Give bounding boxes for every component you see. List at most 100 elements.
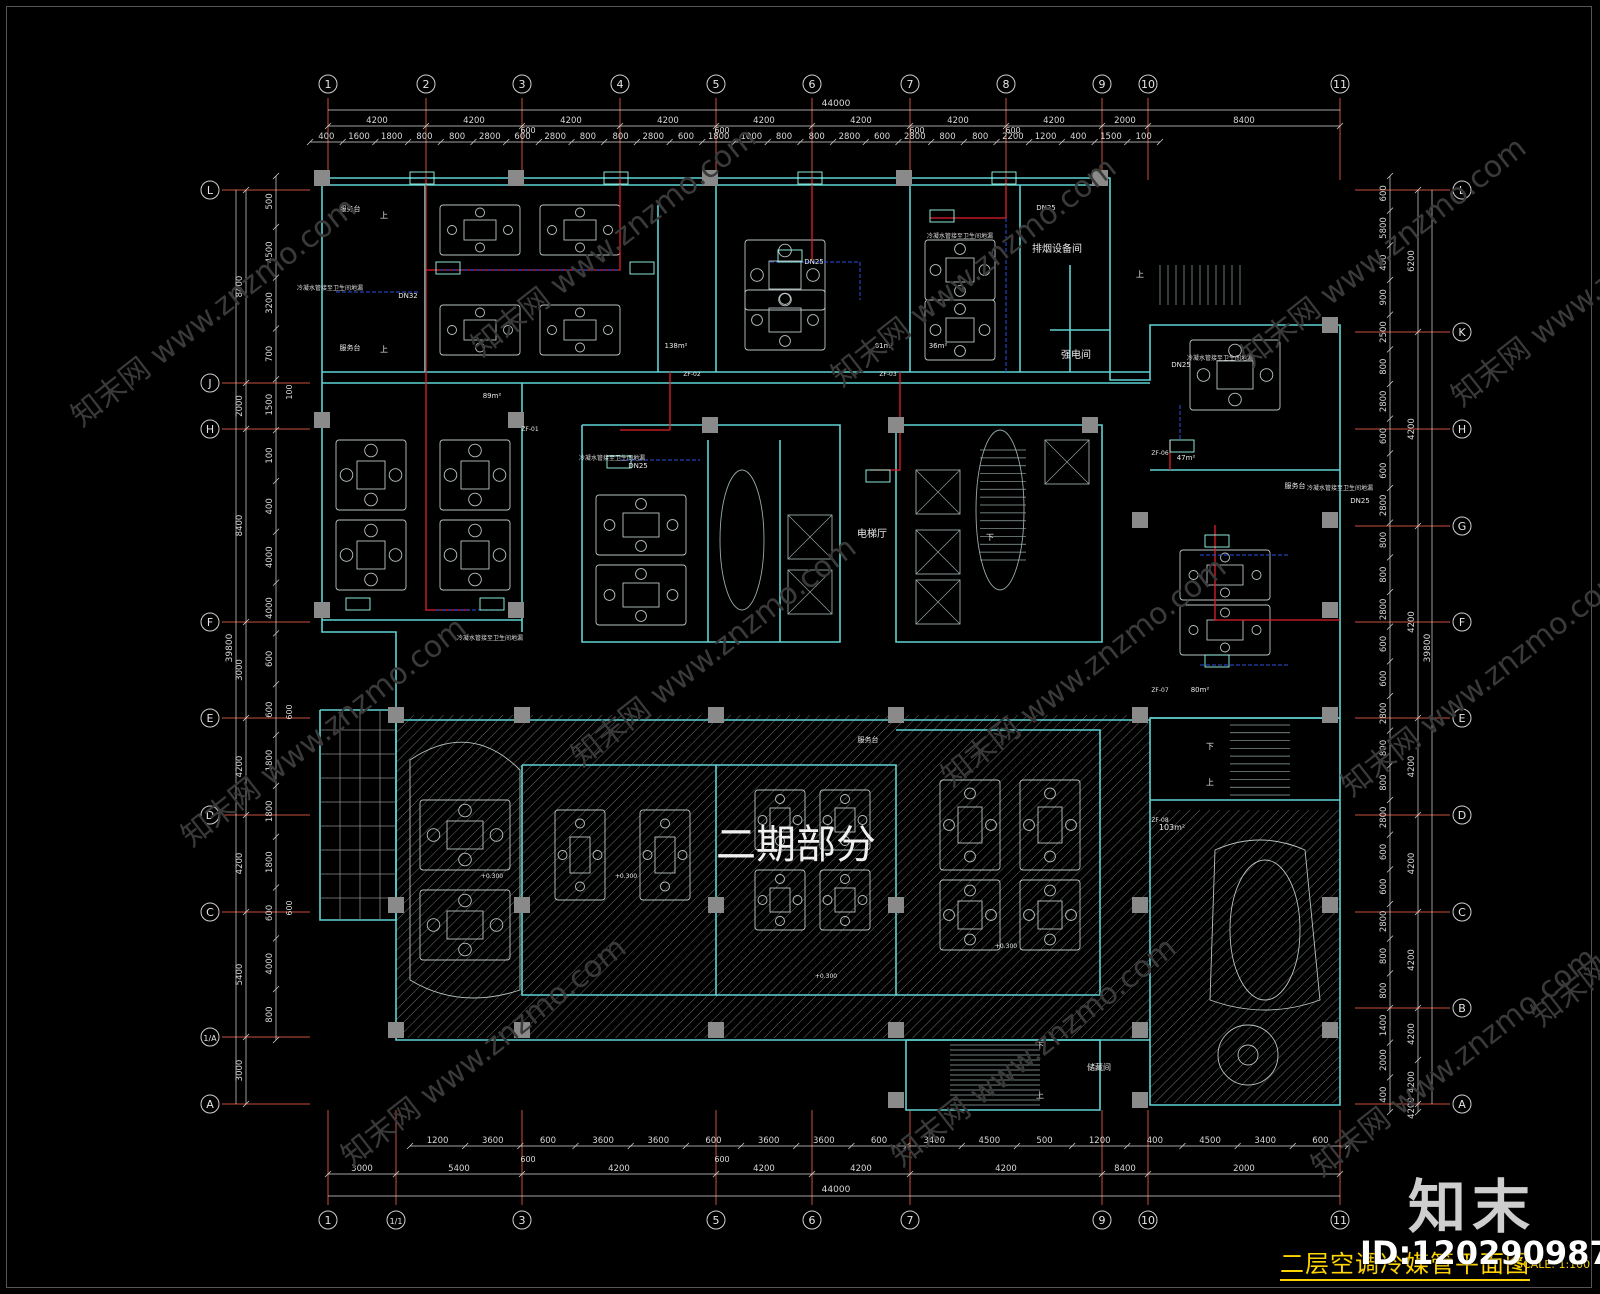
round-banquette	[1209, 839, 1321, 1011]
dimension-tick	[324, 122, 332, 130]
chair	[751, 314, 763, 326]
chair	[603, 589, 616, 601]
chair	[857, 895, 868, 905]
dimension-tick	[737, 1142, 745, 1150]
dimension-label: 400	[1070, 132, 1086, 142]
table	[460, 540, 490, 570]
dimension-label: 800	[1379, 740, 1389, 756]
dimension-label: 1400	[1379, 1015, 1389, 1037]
dimension-label: 1200	[427, 1136, 449, 1146]
booth-outline	[419, 799, 511, 871]
indoor-unit	[865, 469, 891, 483]
chair	[388, 548, 403, 562]
chair	[1196, 368, 1211, 382]
axis-label: F	[1459, 616, 1465, 629]
chair	[603, 519, 616, 531]
dimension-label: 1200	[1089, 1136, 1111, 1146]
dimension-label: 4200	[947, 116, 969, 126]
dimension-label: 500	[265, 193, 275, 209]
chair	[964, 787, 976, 800]
dimension-tick	[1414, 1100, 1422, 1108]
dimension-tick	[572, 1142, 579, 1150]
column-layer	[314, 170, 1338, 1108]
chair	[943, 819, 955, 831]
chair	[475, 307, 485, 318]
pipe-note: 冷凝水管接至卫生间地漏	[457, 634, 523, 642]
dimension-label: 800	[1379, 948, 1389, 964]
chair	[468, 443, 482, 458]
unit-tag: ZF-06	[1151, 450, 1169, 457]
chair	[1065, 819, 1077, 831]
dimension-label: 3000	[235, 1060, 245, 1082]
dimension-tick	[1414, 714, 1422, 722]
structural-column	[888, 1092, 904, 1108]
indoor-unit	[797, 171, 823, 185]
dimension-tick	[1414, 811, 1422, 819]
elevator-shaft	[787, 569, 833, 615]
dimension-label: 4200	[463, 116, 485, 126]
dimension-label: 600	[285, 704, 294, 719]
axis-bubble	[1452, 516, 1472, 536]
chair	[660, 818, 670, 829]
dimension-label: 2000	[1379, 1049, 1389, 1071]
booth-outline	[439, 519, 511, 591]
chair	[775, 836, 785, 846]
structural-column	[1132, 1092, 1148, 1108]
dimension-tick	[633, 138, 641, 146]
axis-bubble	[802, 1210, 822, 1230]
dimension-label: 3400	[923, 1136, 945, 1146]
structural-column	[1322, 317, 1338, 333]
chair	[943, 909, 955, 921]
pipe-size: DN25	[1036, 204, 1056, 212]
axis-label: J	[207, 377, 211, 390]
chair	[575, 342, 585, 353]
dimension-label: 600	[871, 1136, 887, 1146]
dimension-label: 5400	[448, 1164, 470, 1174]
dimension-tick	[764, 138, 771, 146]
axis-bubble	[416, 74, 436, 94]
table	[460, 460, 490, 490]
dimension-label: 4200	[1407, 1097, 1417, 1119]
axis-label: 11	[1333, 1214, 1347, 1227]
pipe-note: 冷凝水管接至卫生间地漏	[579, 454, 645, 462]
unit-tag: ZF-08	[1151, 817, 1169, 824]
dimension-tick	[1336, 1170, 1344, 1178]
dimension-label: 400	[1379, 255, 1389, 271]
axis-bubble	[1138, 74, 1158, 94]
booth-outline	[439, 304, 521, 356]
room-area: 138m²	[665, 342, 688, 350]
booth-outline	[439, 439, 511, 511]
dimension-tick	[535, 138, 543, 146]
structural-column	[896, 170, 912, 186]
table	[446, 820, 484, 850]
dimension-label: 800	[265, 1006, 275, 1022]
axis-label: C	[1458, 906, 1466, 919]
dimension-tick	[1386, 311, 1394, 318]
dimension-tick	[518, 122, 526, 130]
dimension-label: 600	[909, 126, 924, 135]
dimension-label: 800	[972, 132, 988, 142]
dimension-label: 600	[714, 1155, 729, 1164]
condensate-pipe	[620, 405, 1181, 461]
dimension-label: 600	[540, 1136, 556, 1146]
refrigerant-pipe	[1214, 525, 1340, 621]
dimension-label: 1000	[741, 132, 763, 142]
pipe-size: DN25	[804, 258, 824, 266]
axis-bubble	[900, 1210, 920, 1230]
structural-column	[1322, 897, 1338, 913]
dimension-tick	[272, 680, 280, 688]
structural-column	[508, 602, 524, 618]
chair	[1188, 625, 1199, 635]
dimension-label: 1800	[708, 132, 730, 142]
table	[769, 807, 791, 833]
dimension-label: 1800	[265, 800, 275, 822]
structural-column	[508, 412, 524, 428]
dimension-label: 8400	[1114, 1164, 1136, 1174]
dimension-tick	[1414, 1004, 1422, 1012]
dimension-tick	[1414, 908, 1422, 916]
chair	[806, 268, 820, 282]
dimension-label: 800	[1379, 775, 1389, 791]
dimension-label: 4500	[265, 241, 275, 263]
